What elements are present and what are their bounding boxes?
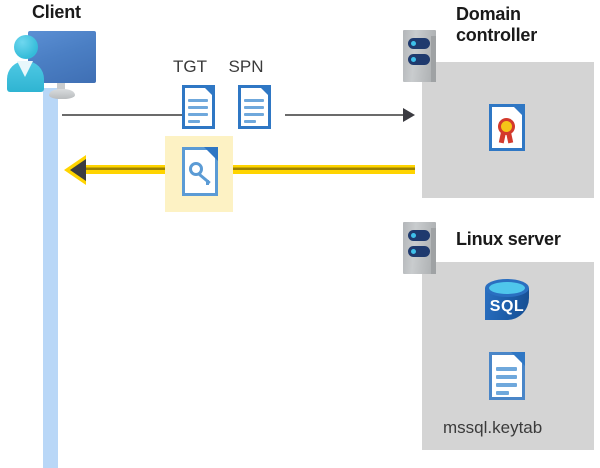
sql-database-icon: SQL — [485, 279, 529, 327]
monitor-neck-icon — [57, 83, 65, 92]
linux-server-title: Linux server — [456, 229, 561, 249]
request-line-right — [285, 114, 404, 116]
client-lifeline — [43, 88, 58, 468]
domain-controller-server-icon — [403, 30, 436, 82]
domain-controller-title-line2: controller — [456, 25, 538, 45]
certificate-document-icon — [489, 104, 525, 151]
keytab-document-icon — [489, 352, 525, 400]
monitor-base-icon — [49, 89, 75, 99]
linux-server-server-icon — [403, 222, 436, 274]
domain-controller-title-line1: Domain — [456, 4, 521, 24]
ticket-document-key-icon — [182, 147, 218, 196]
response-arrowhead-icon — [70, 159, 86, 181]
spn-document-icon — [238, 85, 271, 129]
keytab-filename-label: mssql.keytab — [443, 418, 543, 437]
tgt-label: TGT — [173, 57, 207, 76]
domain-controller-title: Domain controller — [456, 4, 596, 46]
person-head-icon — [14, 35, 38, 59]
request-arrowhead-icon — [403, 108, 415, 122]
response-line-right — [232, 165, 415, 174]
person-collar-icon — [17, 61, 33, 77]
client-title: Client — [32, 2, 81, 22]
request-line-left — [62, 114, 182, 116]
spn-label: SPN — [228, 57, 264, 76]
tgt-document-icon — [182, 85, 215, 129]
response-line-left — [86, 165, 166, 174]
sql-database-label: SQL — [489, 298, 525, 315]
